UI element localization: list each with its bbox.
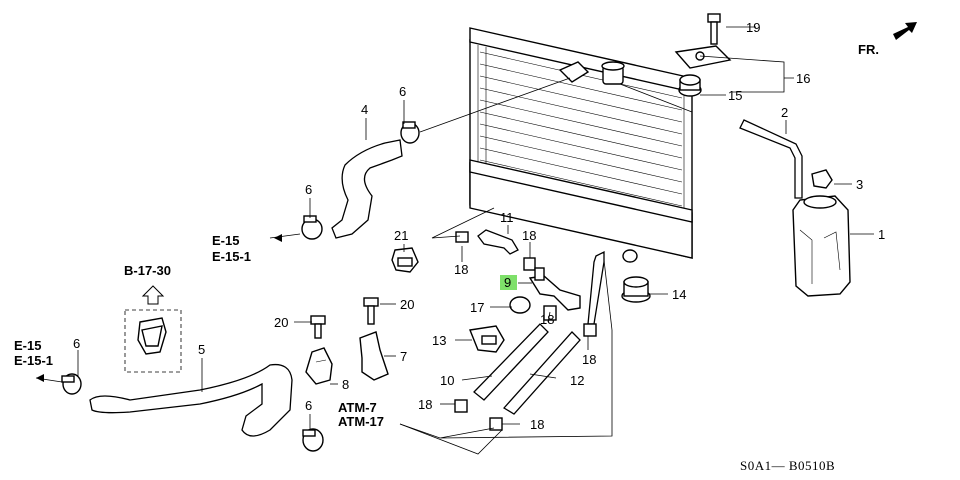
pipe-from-radiator [587, 250, 605, 325]
callout-20-b: 20 [274, 315, 288, 330]
nut-15 [678, 74, 702, 97]
callout-5: 5 [198, 342, 205, 357]
tank-bracket [674, 45, 732, 69]
callout-6-mid: 6 [305, 182, 312, 197]
leader-lines [35, 26, 874, 455]
bracket-9 [528, 267, 581, 311]
callout-16: 16 [796, 71, 810, 86]
callout-19: 19 [746, 20, 760, 35]
ref-e15-lower: E-15 [14, 338, 41, 353]
radiator [469, 27, 693, 259]
ref-e151-lower: E-15-1 [14, 353, 53, 368]
ref-e151-upper: E-15-1 [212, 249, 251, 264]
drain-plug-14 [621, 276, 651, 303]
bracket-7 [359, 331, 389, 381]
callout-3: 3 [856, 177, 863, 192]
ref-atm17: ATM-17 [338, 414, 384, 429]
overflow-tube [739, 119, 803, 199]
clamp-18-b [523, 257, 536, 271]
callout-4: 4 [361, 102, 368, 117]
callout-2: 2 [781, 105, 788, 120]
clamp-18-d [583, 323, 597, 337]
callout-20-a: 20 [400, 297, 414, 312]
callout-18-c: 18 [540, 312, 554, 327]
bolt-20-b [310, 315, 326, 339]
callout-6-bottom: 6 [305, 398, 312, 413]
lower-hose [89, 363, 293, 437]
upper-neck [558, 61, 590, 83]
radiator-outlet [622, 249, 638, 263]
grommet-17 [509, 296, 531, 314]
callout-14: 14 [672, 287, 686, 302]
callout-6-left: 6 [73, 336, 80, 351]
ref-arrow-lower-icon [36, 374, 44, 382]
callout-12: 12 [570, 373, 584, 388]
hose-12 [502, 331, 581, 415]
direction-label: FR. [858, 42, 879, 57]
clip-13 [469, 325, 505, 353]
callout-18-a: 18 [522, 228, 536, 243]
hose-clamp-6b [301, 215, 323, 240]
bolt-20-a [363, 297, 379, 325]
callout-9: 9 [504, 275, 511, 290]
callout-18-d: 18 [582, 352, 596, 367]
hose-11 [477, 229, 519, 255]
hose-clamp-6a [400, 121, 420, 144]
drawing-code: S0A1— B0510B [740, 458, 835, 473]
clamp-18-e [454, 399, 468, 413]
callout-18-f: 18 [530, 417, 544, 432]
front-direction-arrow-icon [893, 22, 917, 40]
ref-arrow-upper-icon [274, 234, 282, 242]
bolt-19 [707, 13, 721, 45]
reserve-tank [792, 195, 851, 297]
clip-21 [391, 247, 419, 273]
callout-6-top: 6 [399, 84, 406, 99]
inset-b-17-30 [124, 285, 182, 373]
callout-8: 8 [342, 377, 349, 392]
radiator-cap [601, 61, 625, 85]
clamp-18-a [455, 231, 469, 243]
upper-hose [331, 139, 403, 239]
highlight-9 [500, 275, 517, 290]
callout-18-e: 18 [418, 397, 432, 412]
callout-11: 11 [500, 210, 514, 225]
hose-clamp-6d [302, 428, 324, 452]
hose-clamp-6c [61, 373, 82, 395]
callout-18-b: 18 [454, 262, 468, 277]
callout-1: 1 [878, 227, 885, 242]
callout-17: 17 [470, 300, 484, 315]
ref-atm7: ATM-7 [338, 400, 377, 415]
bracket-8 [305, 347, 333, 385]
callout-10: 10 [440, 373, 454, 388]
ref-e15-upper: E-15 [212, 233, 239, 248]
callout-21: 21 [394, 228, 408, 243]
tank-cap [811, 169, 833, 189]
callout-13: 13 [432, 333, 446, 348]
hose-10 [473, 323, 549, 401]
ref-b-17-30: B-17-30 [124, 263, 171, 278]
callout-15: 15 [728, 88, 742, 103]
callout-7: 7 [400, 349, 407, 364]
